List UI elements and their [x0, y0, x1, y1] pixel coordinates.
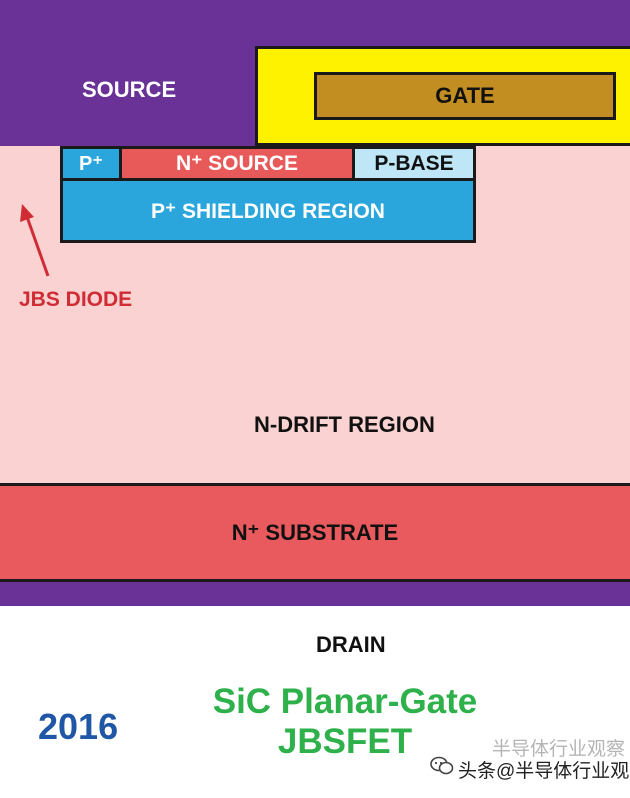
- device-title: SiC Planar-Gate JBSFET: [195, 682, 495, 762]
- drain-metal: [0, 582, 630, 606]
- gate-label: GATE: [435, 83, 495, 108]
- source-label: SOURCE: [82, 77, 177, 102]
- p-plus-label: P⁺: [79, 153, 103, 175]
- wechat-icon: [430, 756, 454, 776]
- watermark: 半导体行业观察 头条@半导体行业观察: [422, 726, 630, 796]
- p-base-region: P-BASE: [352, 146, 476, 181]
- n-plus-substrate: N⁺ SUBSTRATE: [0, 483, 630, 582]
- p-plus-shielding-label: P⁺ SHIELDING REGION: [151, 200, 385, 223]
- watermark-line1: 半导体行业观察: [492, 739, 626, 760]
- watermark-line2: 头条@半导体行业观察: [458, 761, 630, 782]
- drain-label: DRAIN: [316, 632, 386, 657]
- device-title-line1: SiC Planar-Gate: [212, 682, 478, 721]
- jbs-diode-arrow: [20, 204, 50, 277]
- n-plus-source-label: N⁺ SOURCE: [176, 152, 298, 175]
- jbs-diode-label: JBS DIODE: [19, 288, 133, 311]
- p-plus-shielding-region: P⁺ SHIELDING REGION: [60, 178, 476, 243]
- device-title-line2: JBSFET: [277, 722, 413, 761]
- device-cross-section: SOURCE GATE N-DRIFT REGION P⁺ SHIELDING …: [0, 0, 630, 606]
- n-plus-source-region: N⁺ SOURCE: [119, 146, 355, 181]
- gate-electrode: GATE: [314, 72, 616, 120]
- n-drift-label: N-DRIFT REGION: [254, 412, 435, 437]
- year-label: 2016: [38, 706, 119, 747]
- p-plus-region: P⁺: [60, 146, 122, 181]
- n-plus-substrate-label: N⁺ SUBSTRATE: [231, 519, 399, 545]
- p-base-label: P-BASE: [374, 151, 454, 175]
